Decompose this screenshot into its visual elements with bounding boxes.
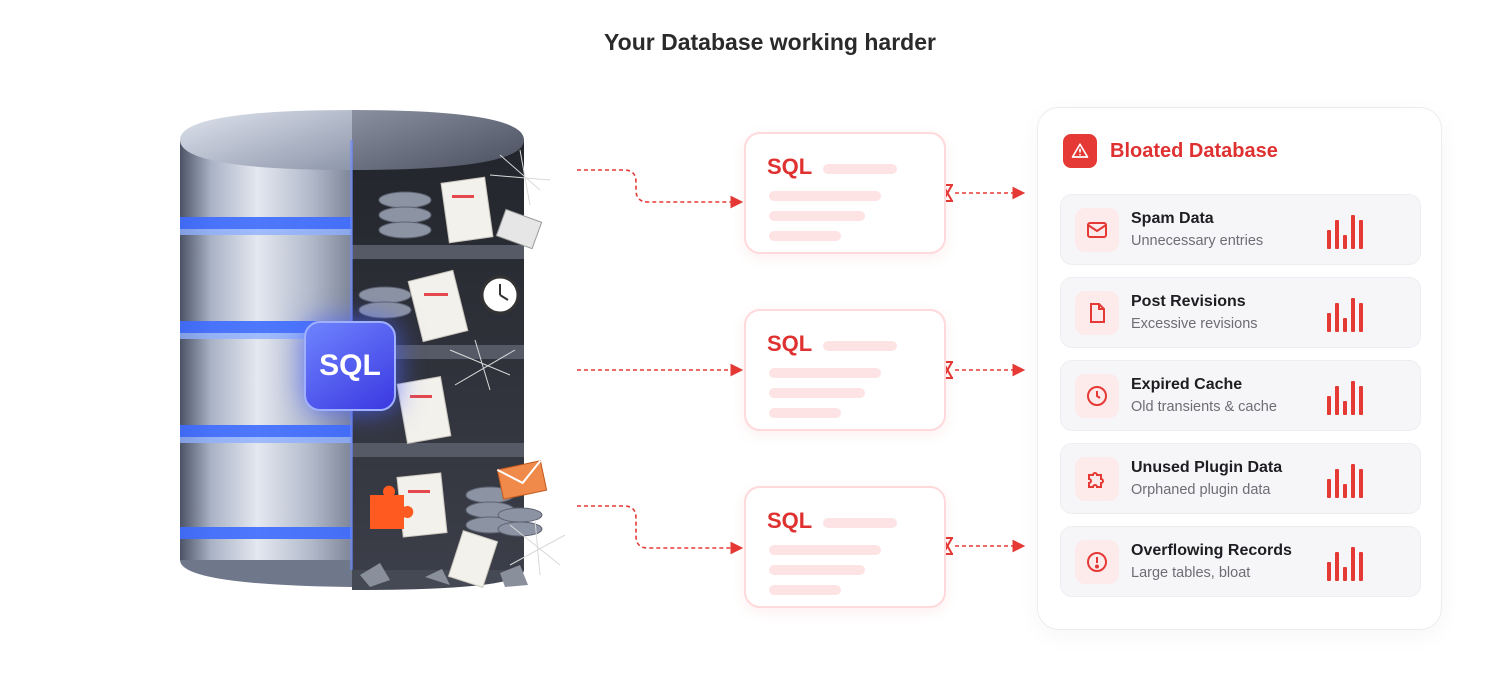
sql-query-card: SQL [744,309,946,431]
item-title: Spam Data [1131,210,1214,227]
bar-mark [1327,396,1331,415]
sql-card-label: SQL [767,331,813,356]
bar-mark [1351,547,1355,581]
item-subtitle: Excessive revisions [1131,316,1258,332]
puzzle-icon [1075,457,1119,501]
bar-mark [1359,303,1363,332]
bar-mark [1351,298,1355,332]
item-subtitle: Old transients & cache [1131,399,1277,415]
bloat-item-unused-plugin-data: Unused Plugin Data Orphaned plugin data [1060,443,1421,514]
sql-card-label: SQL [767,508,813,533]
item-subtitle: Orphaned plugin data [1131,482,1271,498]
bar-mark [1351,464,1355,498]
file-icon [1075,291,1119,335]
bar-mark [1335,303,1339,332]
item-title: Post Revisions [1131,293,1246,310]
bar-mark [1343,484,1347,498]
mail-icon [1075,208,1119,252]
warning-triangle-icon [1063,134,1097,168]
alert-circle-icon [1075,540,1119,584]
panel-header: Bloated Database [1063,134,1278,168]
bar-mark [1327,479,1331,498]
bar-mark [1327,313,1331,332]
bar-mark [1359,386,1363,415]
bar-mark [1359,220,1363,249]
bloated-database-panel: Bloated Database Spam Data Unnecessary e… [1037,107,1442,630]
database-illustration: SQL [80,95,580,605]
item-title: Expired Cache [1131,376,1243,393]
item-bars [1327,462,1375,498]
bar-mark [1335,552,1339,581]
sql-query-card: SQL [744,132,946,254]
item-bars [1327,545,1375,581]
clock-icon [1075,374,1119,418]
bar-mark [1327,230,1331,249]
bar-mark [1343,401,1347,415]
bloat-item-spam-data: Spam Data Unnecessary entries [1060,194,1421,265]
item-title: Unused Plugin Data [1131,459,1283,476]
bar-mark [1343,318,1347,332]
sql-query-card: SQL [744,486,946,608]
bar-mark [1335,220,1339,249]
bar-mark [1351,215,1355,249]
bloat-item-overflowing-records: Overflowing Records Large tables, bloat [1060,526,1421,597]
bar-mark [1359,469,1363,498]
item-subtitle: Large tables, bloat [1131,565,1251,581]
bloat-item-expired-cache: Expired Cache Old transients & cache [1060,360,1421,431]
item-bars [1327,379,1375,415]
bloat-item-post-revisions: Post Revisions Excessive revisions [1060,277,1421,348]
bar-mark [1343,235,1347,249]
panel-title: Bloated Database [1110,139,1278,162]
bar-mark [1335,469,1339,498]
bar-mark [1343,567,1347,581]
item-title: Overflowing Records [1131,542,1292,559]
bar-mark [1335,386,1339,415]
bar-mark [1327,562,1331,581]
item-bars [1327,296,1375,332]
sql-badge: SQL [304,321,396,411]
item-subtitle: Unnecessary entries [1131,233,1264,249]
item-bars [1327,213,1375,249]
sql-card-label: SQL [767,154,813,179]
bar-mark [1351,381,1355,415]
bar-mark [1359,552,1363,581]
page-title: Your Database working harder [604,29,936,55]
